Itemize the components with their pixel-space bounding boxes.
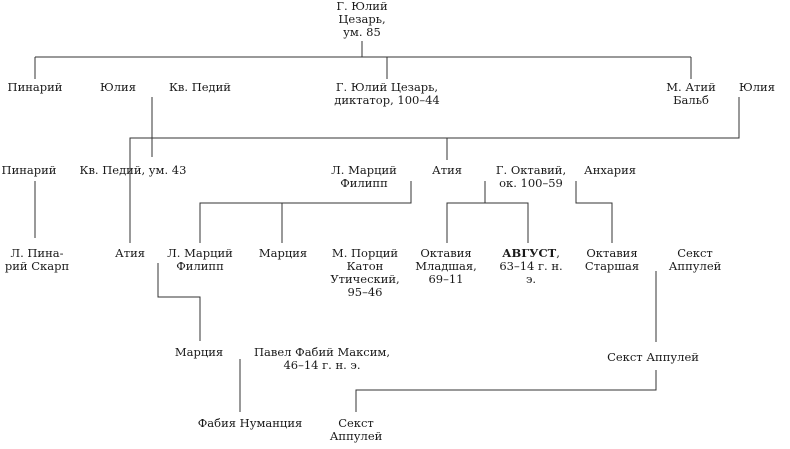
person-pedius-sr: Кв. Педий [169, 81, 231, 94]
person-julia2: Юлия [739, 81, 775, 94]
connector-line [129, 137, 447, 243]
person-pedius-jr: Кв. Педий, ум. 43 [80, 164, 187, 177]
person-line: Аппулей [668, 259, 722, 273]
person-line: Цезарь, [338, 12, 386, 26]
person-line: ок. 100–59 [499, 176, 563, 190]
person-line: Г. Юлий Цезарь, [335, 80, 439, 94]
person-line: Атия [432, 163, 462, 177]
person-ancharia: Анхария [584, 164, 636, 177]
person-line: 46–14 г. н. э. [283, 358, 361, 372]
person-line: Юлия [739, 80, 775, 94]
person-line: Октавия [420, 246, 472, 260]
person-line: АВГУСТ, [499, 247, 562, 260]
person-line: Кв. Педий [169, 80, 231, 94]
connector-line [199, 181, 412, 243]
person-atia1: Атия [432, 164, 462, 177]
person-line: Аппулей [329, 429, 383, 443]
person-line: Пинарий [7, 80, 63, 94]
person-line: Пинарий [1, 163, 57, 177]
person-line: Октавия [586, 246, 638, 260]
person-line: Старшая [584, 259, 640, 273]
person-line: Секст [677, 246, 713, 260]
person-line: Павел Фабий Максим, [254, 345, 390, 359]
person-pinarius-jr: Пинарий [2, 164, 57, 177]
person-line: Утический, [330, 272, 400, 286]
person-line: Филипп [176, 259, 224, 273]
person-line: Катон [346, 259, 384, 273]
augustus-comma: , [556, 246, 560, 260]
person-line: Атия [115, 246, 145, 260]
person-line: М. Атий [666, 80, 716, 94]
person-line: Л. Марций [167, 246, 233, 260]
person-line: э. [525, 272, 537, 286]
person-line: Секст [338, 416, 374, 430]
person-line: Фабия Нуманция [197, 416, 303, 430]
connector-line [485, 202, 529, 243]
person-marcia2: Марция [175, 346, 223, 359]
person-fabia: Фабия Нуманция [198, 417, 302, 430]
person-augustus: АВГУСТ,63–14 г. н.э. [499, 247, 562, 286]
person-marcia1: Марция [259, 247, 307, 260]
person-line: ум. 85 [343, 25, 381, 39]
person-line: Кв. Педий, ум. 43 [79, 163, 187, 177]
person-line: М. Порций [331, 246, 399, 260]
person-line: 95–46 [347, 285, 383, 299]
person-octavius: Г. Октавий,ок. 100–59 [496, 164, 566, 190]
connector-line [446, 97, 740, 160]
connector-line [157, 263, 201, 341]
person-line: Л. Пина- [10, 246, 64, 260]
person-line: Юлия [100, 80, 136, 94]
person-line: Г. Октавий, [495, 163, 567, 177]
person-line: Анхария [584, 163, 636, 177]
person-pinarius-sr: Пинарий [8, 81, 63, 94]
person-atia2: Атия [115, 247, 145, 260]
person-line: 63–14 г. н. [499, 259, 563, 273]
person-pinarius-scarpus: Л. Пина-рий Скарп [5, 247, 69, 273]
augustus-name: АВГУСТ [502, 246, 557, 260]
person-appuleius-mid: Секст Аппулей [607, 351, 699, 364]
person-line: 69–11 [428, 272, 464, 286]
person-line: рий Скарп [4, 259, 70, 273]
person-caesar-dictator: Г. Юлий Цезарь,диктатор, 100–44 [334, 81, 439, 107]
person-line: диктатор, 100–44 [334, 93, 440, 107]
person-line: Младшая, [415, 259, 477, 273]
person-line: Л. Марций [331, 163, 397, 177]
person-line: Бальб [673, 93, 709, 107]
connector-line [575, 181, 613, 243]
person-fabius: Павел Фабий Максим,46–14 г. н. э. [254, 346, 390, 372]
person-julia1: Юлия [100, 81, 136, 94]
person-line: Марция [258, 246, 308, 260]
connector-line [355, 370, 657, 412]
person-line: Филипп [340, 176, 388, 190]
connector-line [446, 181, 486, 243]
person-line: Марция [174, 345, 224, 359]
person-line: Г. Юлий [336, 0, 388, 13]
person-line: Секст Аппулей [607, 350, 699, 364]
